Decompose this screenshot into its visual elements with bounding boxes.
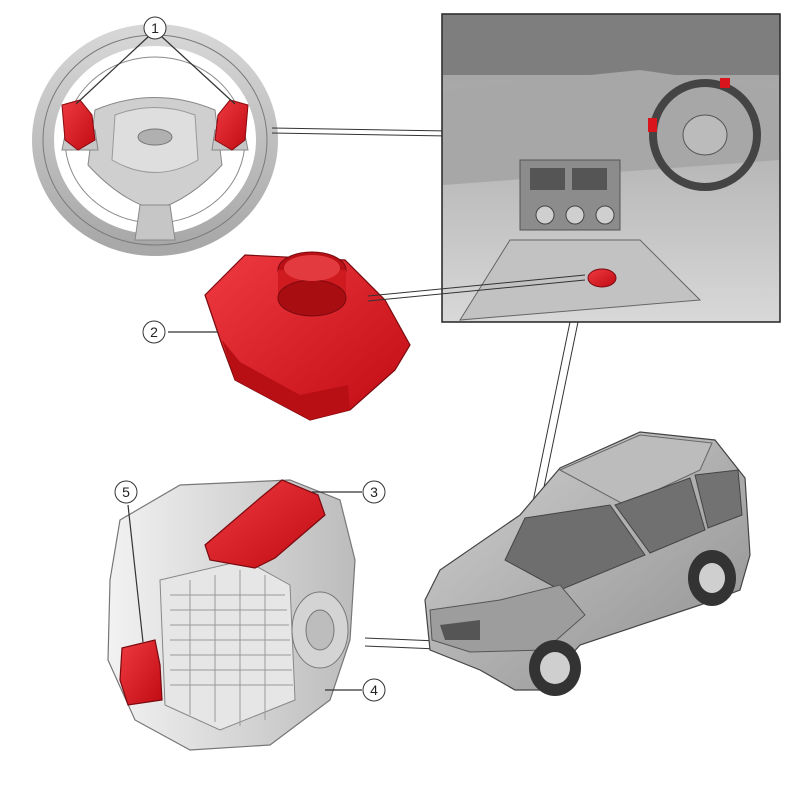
suv-icon xyxy=(424,431,751,696)
connector-selector-interior-a xyxy=(367,274,586,297)
leader-line-5 xyxy=(127,504,144,643)
connector-selector-interior-b xyxy=(367,279,586,302)
callout-3: 3 xyxy=(362,480,386,504)
rotary-gear-selector-icon xyxy=(204,251,411,421)
dashboard-icon xyxy=(441,13,781,323)
callout-2-label: 2 xyxy=(150,324,158,340)
callout-5-label: 5 xyxy=(122,484,130,500)
leader-line-1a xyxy=(75,35,150,105)
callout-3-label: 3 xyxy=(370,484,378,500)
callout-4: 4 xyxy=(362,678,386,702)
leader-line-1b xyxy=(160,35,236,105)
transmission-control-module xyxy=(204,479,326,569)
callout-1: 1 xyxy=(143,16,167,40)
steering-wheel-icon xyxy=(32,24,278,256)
transmission-icon xyxy=(107,479,356,751)
callout-5: 5 xyxy=(114,480,138,504)
callout-2: 2 xyxy=(142,320,166,344)
callout-1-label: 1 xyxy=(151,20,159,36)
callout-4-label: 4 xyxy=(370,682,378,698)
transmission-sensor xyxy=(119,639,163,706)
